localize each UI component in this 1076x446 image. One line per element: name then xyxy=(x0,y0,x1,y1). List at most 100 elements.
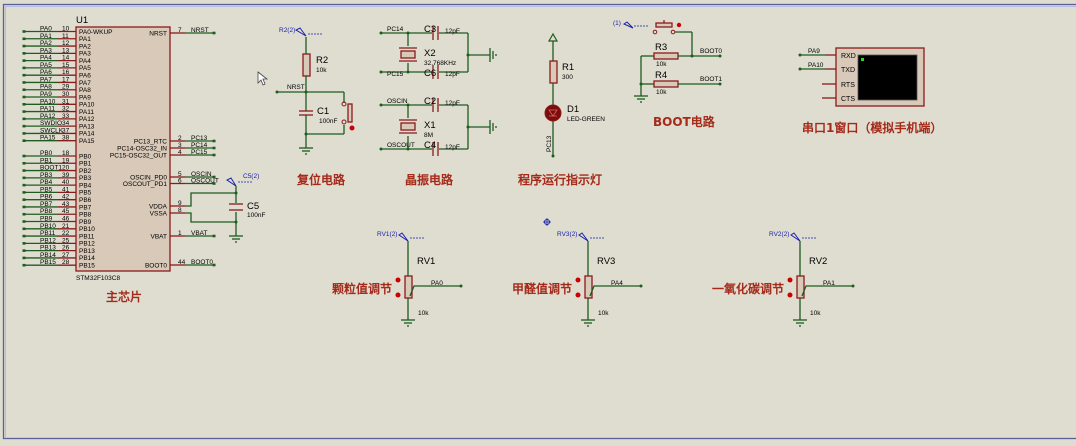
net-label-boot1: BOOT1 xyxy=(700,76,722,83)
voltage-probe-icon[interactable]: RV3(2) xyxy=(557,231,604,242)
boot-button[interactable] xyxy=(652,20,682,35)
voltage-probe-icon[interactable]: C5(2) xyxy=(226,173,259,193)
pin-terminal xyxy=(22,176,26,180)
reset-title: 复位电路 xyxy=(296,172,346,187)
uart-virtual-terminal[interactable]: PA9 PA10 RXD TXD RTS CTS 串口1窗口（模拟手机端） xyxy=(798,47,943,135)
pin-net-label: PB12 xyxy=(40,237,56,244)
r3-value: 10k xyxy=(656,61,667,68)
c5-decoupling[interactable]: C5 100nF C5(2) xyxy=(185,173,265,243)
pin-net-label: SWDIO xyxy=(40,120,62,127)
pot-decrease-button[interactable] xyxy=(575,292,581,298)
pin-net-label: PA2 xyxy=(40,40,52,47)
voltage-probe-icon[interactable]: R2(2) xyxy=(279,27,322,37)
chip-body[interactable] xyxy=(75,26,171,272)
terminal-screen[interactable] xyxy=(857,54,918,101)
voltage-probe-icon[interactable]: RV2(2) xyxy=(769,231,816,242)
crystal-circuit[interactable]: PC14 PC15 C3 12pF X2 32.768KHz C6 12pF xyxy=(379,24,497,187)
pot-decrease-button[interactable] xyxy=(787,292,793,298)
voltage-probe-icon[interactable]: RV1(2) xyxy=(377,231,424,242)
pin-name: PB3 xyxy=(79,175,92,182)
uart-pin-rts: RTS xyxy=(841,82,855,89)
pin-number: 32 xyxy=(62,106,70,113)
pot-probe-label: RV2(2) xyxy=(769,231,789,238)
pin-terminal xyxy=(22,66,26,70)
led-diode-icon[interactable] xyxy=(544,104,562,122)
pin-terminal xyxy=(22,220,26,223)
pin-name: PA6 xyxy=(79,72,91,79)
pin-net-label: PA10 xyxy=(40,98,56,105)
pin-net-label: PB10 xyxy=(40,223,56,230)
pin-name: PC14-OSC32_IN xyxy=(117,145,167,152)
pin-name: PB15 xyxy=(79,263,95,270)
r1-resistor[interactable] xyxy=(549,60,558,84)
pin-number: 22 xyxy=(62,230,70,237)
reset-button[interactable] xyxy=(341,101,355,131)
r2-resistor[interactable] xyxy=(302,53,311,77)
pot-increase-button[interactable] xyxy=(575,277,581,283)
crystal-32k[interactable]: PC14 PC15 C3 12pF X2 32.768KHz C6 12pF xyxy=(379,24,497,79)
led-indicator-circuit[interactable]: R1 300 D1 LED-GREEN PC13 程序运行指示灯 xyxy=(518,32,605,187)
r4-resistor[interactable] xyxy=(653,80,679,88)
pin-net-label: VBAT xyxy=(191,230,208,237)
r3-resistor[interactable] xyxy=(653,52,679,60)
pot-increase-button[interactable] xyxy=(395,277,401,283)
ground-icon xyxy=(401,319,415,327)
boot-circuit[interactable]: (1) R3 10k BOOT0 R4 10k BOOT1 xyxy=(613,20,722,129)
pin-name: PB1 xyxy=(79,161,92,168)
pot-ref: RV1 xyxy=(417,256,435,267)
pot-decrease-button[interactable] xyxy=(395,292,401,298)
pot-increase-button[interactable] xyxy=(787,277,793,283)
reset-circuit[interactable]: R2(2) R2 10k NRST C1 100nF 复位电路 xyxy=(275,27,355,187)
crystal-8m[interactable]: OSCIN OSCOUT C2 12pF X1 8M C4 12pF xyxy=(379,96,497,156)
pin-number: 16 xyxy=(62,69,70,76)
voltage-probe-icon[interactable]: (1) xyxy=(613,20,648,29)
